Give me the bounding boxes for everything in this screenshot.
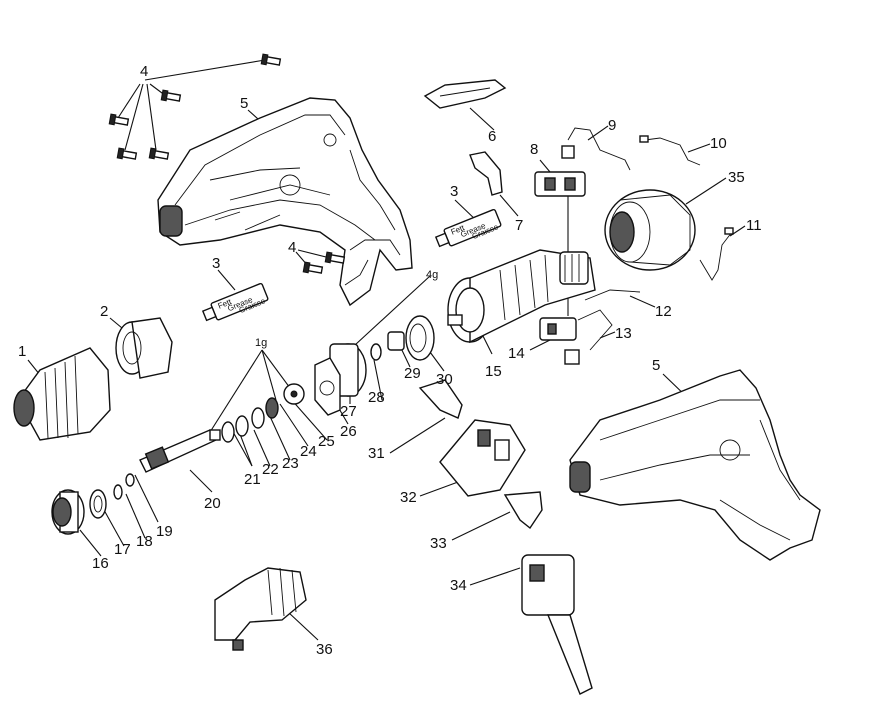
callout-16: 16 <box>92 555 109 572</box>
callout-30: 30 <box>436 371 453 388</box>
part-9-wire <box>561 127 631 171</box>
part-35-stator <box>604 189 696 271</box>
part-20-spindle <box>139 429 221 473</box>
callout-36: 36 <box>316 641 333 658</box>
part-19-circlip <box>125 473 135 487</box>
callout-labels: 4 5 6 7 3 4 3 4g 1g 8 9 10 35 11 12 13 1… <box>18 63 762 658</box>
parts-21-22-washers <box>221 415 249 443</box>
part-12-wire <box>584 289 641 301</box>
callout-6: 6 <box>488 128 496 145</box>
screws-middle <box>302 251 346 274</box>
part-26-plate <box>314 357 341 416</box>
grease-1g-label: 1g <box>255 337 267 349</box>
callout-31: 31 <box>368 445 385 462</box>
part-8-switch-module <box>534 171 586 197</box>
callout-32: 32 <box>400 489 417 506</box>
part-32-switch <box>439 419 526 497</box>
callout-7: 7 <box>515 217 523 234</box>
callout-1: 1 <box>18 343 26 360</box>
callout-26: 26 <box>340 423 357 440</box>
callout-35: 35 <box>728 169 745 186</box>
callout-14: 14 <box>508 345 525 362</box>
part-17-ring <box>89 489 107 519</box>
part-18-circlip <box>113 484 123 500</box>
part-10-wire <box>639 135 701 166</box>
housing-left-half <box>157 97 413 307</box>
grease-tube-upper: Fett Grease Graisse <box>434 208 502 248</box>
callout-15: 15 <box>485 363 502 380</box>
part-16-collar <box>51 489 85 535</box>
grease-4g-label: 4g <box>426 269 438 281</box>
housing-right-half <box>569 369 821 561</box>
part-30-plate <box>405 315 435 361</box>
callout-21: 21 <box>244 471 261 488</box>
callout-9: 9 <box>608 117 616 134</box>
callout-2: 2 <box>100 303 108 320</box>
part-33-bracket <box>503 491 543 530</box>
part-25-planet-gear <box>283 383 305 405</box>
callout-3-lower: 3 <box>212 255 220 272</box>
part-1-chuck <box>13 347 111 441</box>
callout-27: 27 <box>340 403 357 420</box>
callout-28: 28 <box>368 389 385 406</box>
callout-11: 11 <box>746 217 762 234</box>
callout-17: 17 <box>114 541 131 558</box>
part-2-sleeve <box>115 317 173 379</box>
part-6-plate <box>423 79 507 109</box>
grease-tube-lower: Fett Grease Graisse <box>201 282 269 322</box>
callout-29: 29 <box>404 365 421 382</box>
callout-23: 23 <box>282 455 299 472</box>
callout-8: 8 <box>530 141 538 158</box>
callout-18: 18 <box>136 533 153 550</box>
callout-10: 10 <box>710 135 727 152</box>
callout-12: 12 <box>655 303 672 320</box>
callout-34: 34 <box>450 577 467 594</box>
callout-13: 13 <box>615 325 632 342</box>
part-11-wire <box>699 227 734 281</box>
callout-22: 22 <box>262 461 279 478</box>
callout-25: 25 <box>318 433 335 450</box>
part-15-armature <box>447 249 596 344</box>
callout-5-left: 5 <box>240 95 248 112</box>
callout-4-middle: 4 <box>288 239 296 256</box>
callout-20: 20 <box>204 495 221 512</box>
callout-19: 19 <box>156 523 173 540</box>
leader-lines <box>27 59 746 641</box>
callout-24: 24 <box>300 443 317 460</box>
part-34-battery-adapter <box>521 554 593 695</box>
screws-top <box>108 53 282 160</box>
part-24-ring <box>265 397 279 419</box>
part-31-lever <box>418 379 463 419</box>
part-29-bushing <box>387 331 405 351</box>
callout-5-right: 5 <box>652 357 660 374</box>
part-14-brush-holder <box>539 309 613 365</box>
callout-33: 33 <box>430 535 447 552</box>
part-23-ring <box>251 407 265 429</box>
callout-3-upper: 3 <box>450 183 458 200</box>
part-28-washer <box>370 343 382 361</box>
part-36-angle-attachment <box>214 567 307 651</box>
callout-4-top: 4 <box>140 63 148 80</box>
part-7-bracket <box>469 151 503 196</box>
